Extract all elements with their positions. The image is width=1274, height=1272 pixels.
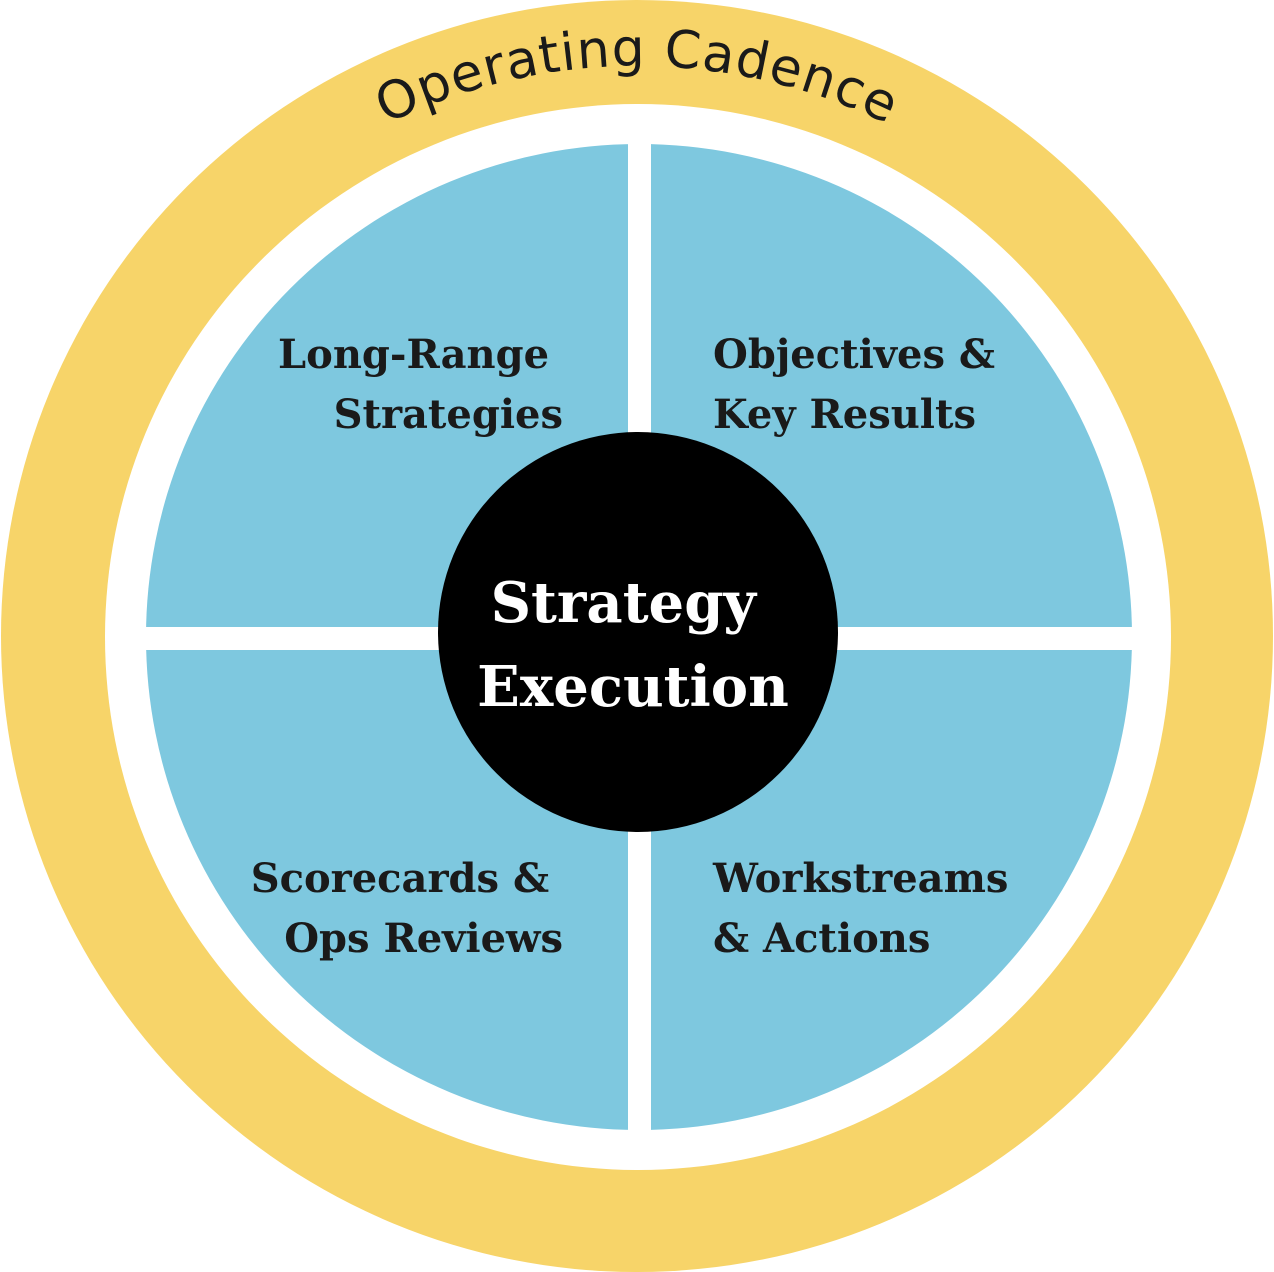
quadrant-top-left-line1: Long-Range — [278, 331, 549, 378]
center-label-line1: Strategy — [491, 570, 758, 636]
quadrant-top-right-label: Objectives & Key Results — [713, 331, 1009, 438]
quadrant-bottom-right-line2: & Actions — [713, 915, 930, 962]
quadrant-top-right-line1: Objectives & — [713, 331, 995, 378]
quadrant-bottom-left-label: Scorecards & Ops Reviews — [251, 855, 563, 962]
center-label-line2: Execution — [477, 654, 789, 720]
center-hub — [438, 432, 838, 832]
center-label: Strategy Execution — [477, 570, 789, 720]
quadrant-bottom-left-line2: Ops Reviews — [284, 915, 563, 962]
quadrant-bottom-right-label: Workstreams & Actions — [712, 855, 1022, 962]
quadrant-top-left-label: Long-Range Strategies — [278, 331, 563, 438]
quadrant-top-left-line2: Strategies — [334, 391, 563, 438]
quadrant-top-right-line2: Key Results — [713, 391, 976, 438]
quadrant-bottom-left-line1: Scorecards & — [251, 855, 549, 902]
quadrant-bottom-right-line1: Workstreams — [712, 855, 1008, 902]
